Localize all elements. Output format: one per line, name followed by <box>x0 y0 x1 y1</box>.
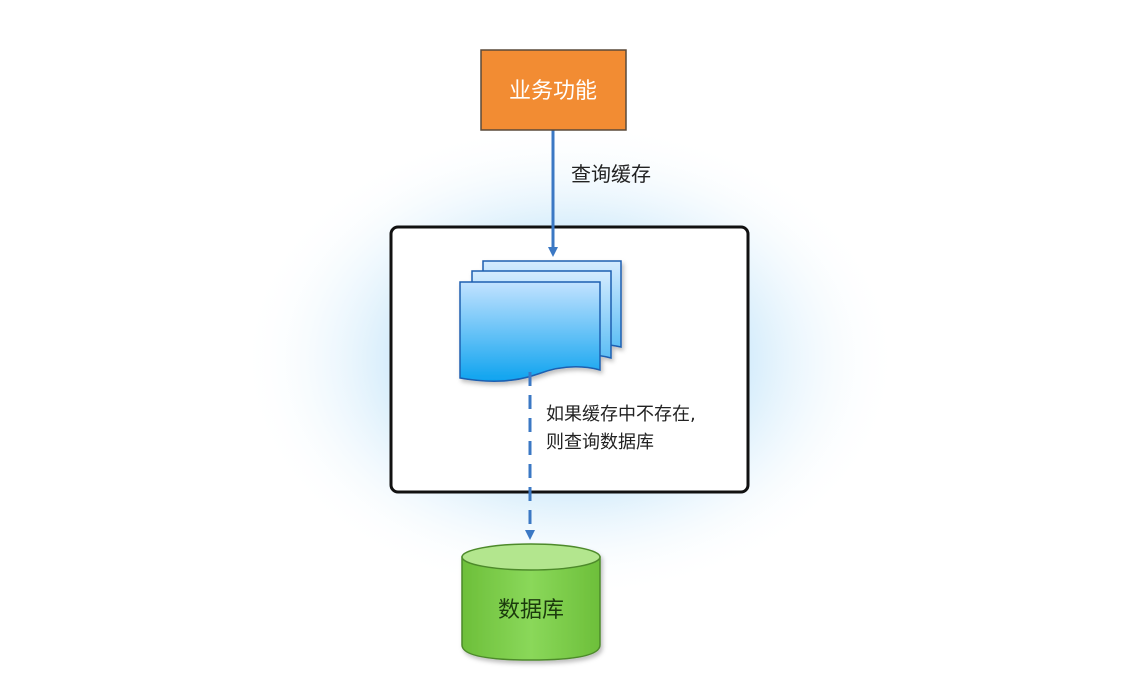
cache-node[interactable] <box>389 225 750 494</box>
query-cache-label: 查询缓存 <box>571 162 651 186</box>
database-label: 数据库 <box>498 598 564 623</box>
database-body <box>461 556 601 661</box>
document-stack-icon <box>459 260 622 382</box>
database-top <box>461 543 601 571</box>
business-box <box>480 49 627 131</box>
business-label: 业务功能 <box>509 79 597 104</box>
database-node[interactable]: 数据库 <box>461 543 601 661</box>
fallback-db-label-line1: 如果缓存中不存在, <box>546 404 696 425</box>
edge-query-cache: 查询缓存 <box>548 130 651 257</box>
business-node[interactable]: 业务功能 <box>480 49 627 131</box>
edge-fallback-db: 如果缓存中不存在, 则查询数据库 <box>525 372 696 540</box>
fallback-db-label-line2: 则查询数据库 <box>546 432 654 453</box>
